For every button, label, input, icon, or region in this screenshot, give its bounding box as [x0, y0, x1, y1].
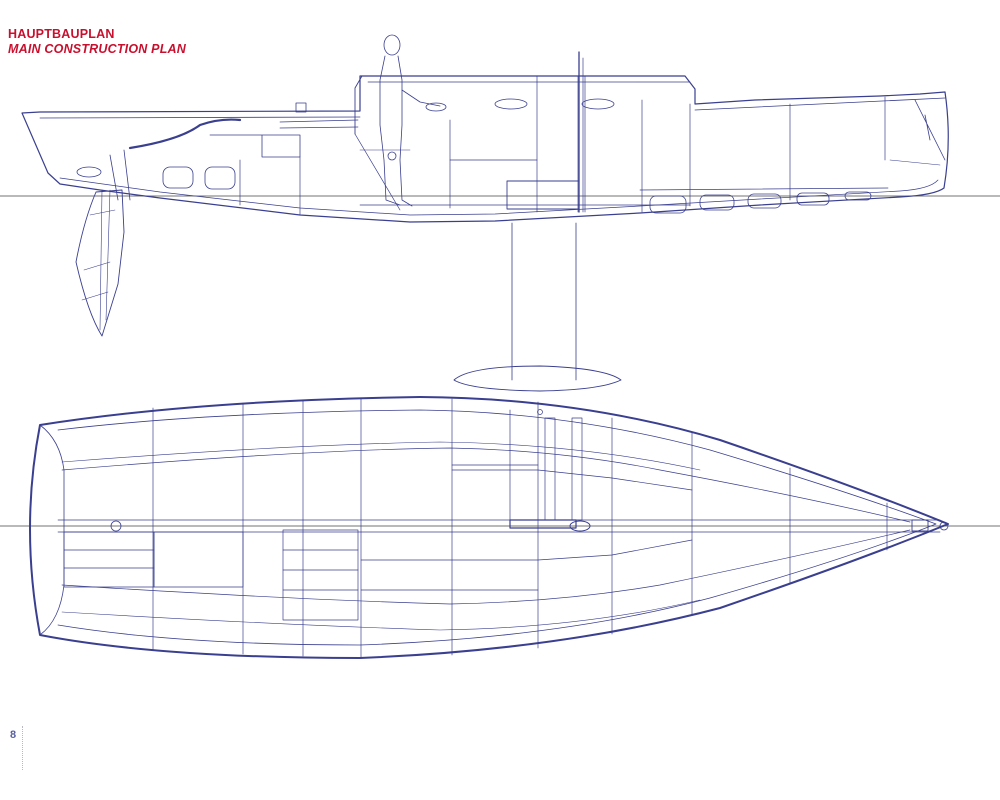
coachroof	[354, 75, 363, 135]
bow-fitting	[914, 99, 946, 161]
keel-box	[506, 180, 580, 210]
winch	[295, 102, 307, 113]
hull-inner-line	[59, 177, 939, 216]
deck-line	[694, 97, 946, 111]
interior-layout-plan	[63, 409, 693, 621]
bulkheads-profile	[239, 75, 886, 216]
portlights-profile	[76, 166, 872, 214]
deck-fitting	[110, 520, 122, 532]
sheer-line	[39, 116, 361, 119]
cockpit-coaming	[209, 134, 301, 158]
rudder-blade	[75, 189, 125, 337]
page-number-rule	[22, 726, 23, 770]
rudder-stock	[81, 189, 116, 331]
transom	[39, 424, 65, 636]
bulkheads-plan	[57, 398, 941, 658]
plan-title-german: HAUPTBAUPLAN	[8, 27, 115, 41]
tiller	[128, 118, 242, 150]
plan-title-english: MAIN CONSTRUCTION PLAN	[8, 42, 187, 56]
mast-hatch-plan	[569, 520, 591, 532]
side-profile-view	[0, 34, 1000, 392]
hatch-profile	[581, 98, 615, 110]
deck-outline-plan	[29, 396, 949, 659]
hull-profile-outline	[21, 75, 949, 223]
top-plan-view	[0, 396, 1000, 659]
page-number: 8	[10, 729, 17, 741]
companionway-step	[354, 133, 401, 211]
hatch-profile	[494, 98, 528, 110]
berth-line	[639, 187, 889, 191]
bow-fitting-plan	[911, 519, 929, 532]
keel-bulb	[453, 365, 622, 392]
human-figure	[379, 34, 447, 207]
mast-step-plan	[509, 519, 577, 529]
